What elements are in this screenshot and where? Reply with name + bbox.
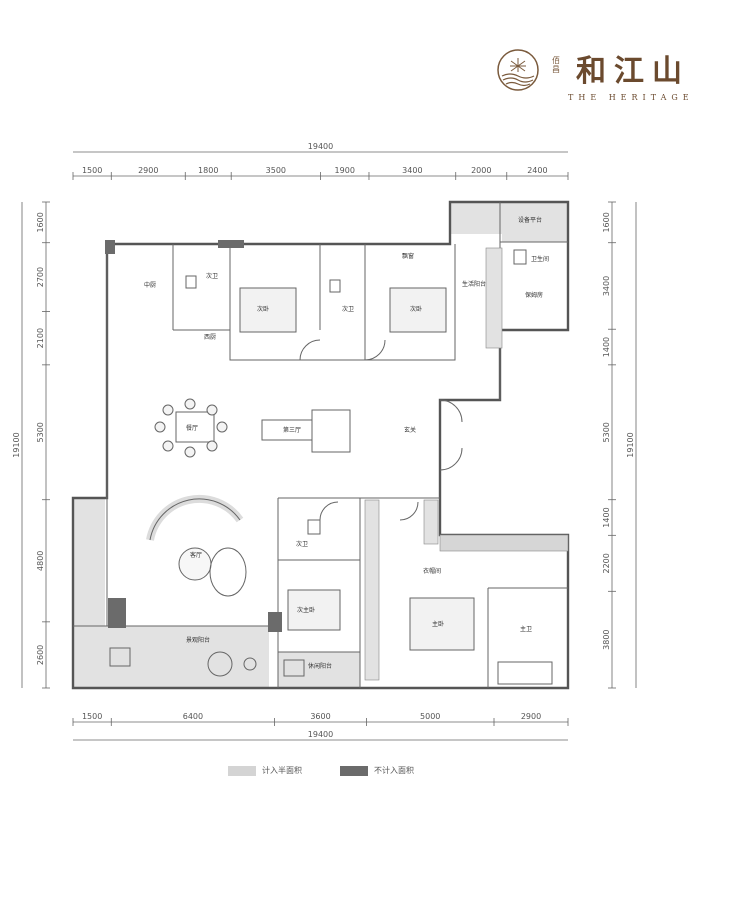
dim-bottom-total: 19400 (308, 730, 333, 739)
room-label-equipment-platform: 设备平台 (518, 216, 542, 224)
room-label-master-bath: 主卫 (520, 625, 532, 633)
dim-left-seg-3: 5300 (36, 422, 45, 442)
room-label-secondary-master: 次主卧 (297, 606, 315, 614)
room-label-foyer: 玄关 (404, 426, 416, 434)
dim-top-total: 19400 (308, 142, 333, 151)
dim-top-seg-3: 3500 (266, 166, 286, 175)
legend-swatch-not-counted (340, 766, 368, 776)
dim-bottom-seg-3: 5000 (420, 712, 440, 721)
dim-right-seg-6: 3800 (602, 629, 611, 649)
dim-left-total: 19100 (12, 432, 21, 457)
room-label-bedroom-2: 次卧 (410, 305, 422, 313)
room-label-bath-1: 次卫 (206, 272, 218, 280)
dim-top-seg-4: 1900 (335, 166, 355, 175)
room-label-utility-balcony: 生活阳台 (462, 280, 486, 288)
logo-brand-name: 和江山 (576, 54, 690, 89)
legend-label-half-area: 计入半面积 (262, 766, 302, 775)
dim-left-seg-5: 2600 (36, 645, 45, 665)
dim-bottom-seg-1: 6400 (183, 712, 203, 721)
room-label-maid-room: 保姆房 (525, 291, 543, 299)
dim-left-seg-0: 1600 (36, 212, 45, 232)
room-label-dining: 餐厅 (186, 424, 198, 432)
dim-right-total: 19100 (626, 432, 635, 457)
room-label-kitchen: 中厨 (144, 281, 156, 289)
dim-left-seg-2: 2100 (36, 328, 45, 348)
dim-left-seg-1: 2700 (36, 267, 45, 287)
dim-bottom-seg-4: 2900 (521, 712, 541, 721)
heritage-emblem-icon (497, 49, 539, 91)
legend-swatch-half-area (228, 766, 256, 776)
dim-left-seg-4: 4800 (36, 551, 45, 571)
dim-right-seg-3: 5300 (602, 422, 611, 442)
dim-right-seg-1: 3400 (602, 276, 611, 296)
dim-bottom-seg-0: 1500 (82, 712, 102, 721)
brand-logo: 佰昌 和江山 THE HERITAGE (496, 46, 716, 106)
room-label-living: 客厅 (190, 551, 202, 559)
room-label-bathroom: 卫生间 (531, 255, 549, 263)
room-label-walk-in-closet: 衣帽间 (423, 567, 441, 575)
room-label-master-bedroom: 主卧 (432, 620, 444, 628)
room-label-bath-2: 次卫 (342, 305, 354, 313)
room-label-bath-3: 次卫 (296, 540, 308, 548)
dim-top-seg-2: 1800 (198, 166, 218, 175)
legend-label-not-counted: 不计入面积 (374, 766, 414, 775)
room-label-bay-window: 飘窗 (402, 252, 414, 260)
room-label-third-hall: 第三厅 (283, 426, 301, 434)
logo-small-text: 佰昌 (552, 56, 560, 74)
dim-bottom-seg-2: 3600 (310, 712, 330, 721)
dim-top-seg-1: 2900 (138, 166, 158, 175)
dim-right-seg-2: 1400 (602, 337, 611, 357)
dim-right-seg-0: 1600 (602, 212, 611, 232)
dim-top-seg-0: 1500 (82, 166, 102, 175)
room-label-leisure-balcony: 休闲阳台 (308, 662, 332, 670)
dim-right-seg-4: 1400 (602, 507, 611, 527)
room-label-bedroom-1: 次卧 (257, 305, 269, 313)
room-label-view-balcony: 景观阳台 (186, 636, 210, 644)
logo-subtitle: THE HERITAGE (568, 93, 694, 102)
dim-top-seg-5: 3400 (402, 166, 422, 175)
room-label-western-kitchen: 西厨 (204, 334, 216, 341)
dim-top-seg-6: 2000 (471, 166, 491, 175)
dim-right-seg-5: 2200 (602, 553, 611, 573)
dim-top-seg-7: 2400 (527, 166, 547, 175)
